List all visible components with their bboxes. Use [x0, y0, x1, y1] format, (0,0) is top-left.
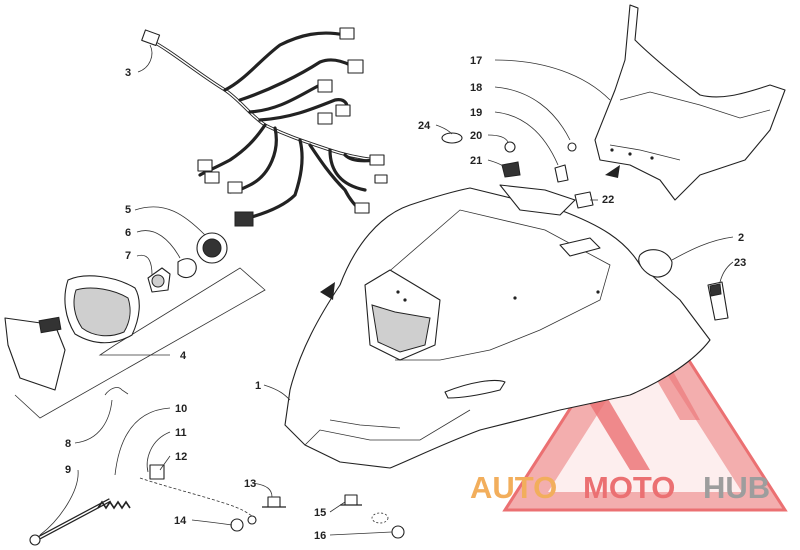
callout-7: 7 — [125, 250, 131, 262]
arrow-marker — [320, 282, 335, 300]
screw-18 — [567, 142, 577, 152]
connector-22 — [574, 191, 594, 209]
automotohub-logo: AUTO MOTO HUB — [470, 289, 788, 512]
rivet-19 — [554, 164, 569, 183]
small-clip-8 — [104, 387, 129, 396]
callout-16: 16 — [314, 530, 326, 542]
callout-19: 19 — [470, 107, 482, 119]
callout-17: 17 — [470, 55, 482, 67]
bolt-15 — [340, 494, 389, 524]
callout-24: 24 — [418, 120, 431, 132]
callout-6: 6 — [125, 227, 131, 239]
callout-12: 12 — [175, 451, 187, 463]
callout-23: 23 — [734, 257, 746, 269]
callout-4: 4 — [180, 350, 187, 362]
callout-3: 3 — [125, 67, 131, 79]
pad-21 — [501, 161, 521, 178]
logo-word-moto: MOTO — [583, 470, 675, 505]
callout-13: 13 — [244, 478, 256, 490]
callout-14: 14 — [174, 515, 187, 527]
wiring-harness — [141, 27, 388, 227]
callout-9: 9 — [65, 464, 71, 476]
cable-11 — [139, 477, 256, 519]
callout-20: 20 — [470, 130, 482, 142]
leader-lines — [39, 44, 734, 536]
callout-21: 21 — [470, 155, 482, 167]
callout-1: 1 — [255, 380, 261, 392]
spring-10 — [97, 500, 131, 510]
callout-labels: 3 5 6 7 4 8 9 10 11 12 13 14 15 16 1 17 … — [65, 55, 746, 542]
grommet-24 — [441, 132, 463, 144]
headlight-assembly — [4, 267, 266, 419]
logo-word-hub: HUB — [703, 470, 770, 505]
callout-2: 2 — [738, 232, 744, 244]
callout-11: 11 — [175, 427, 187, 439]
side-deflector — [638, 249, 673, 278]
logo-word-auto: AUTO — [470, 470, 557, 505]
hood-assembly — [284, 184, 711, 469]
headlight-bulb-7 — [147, 267, 171, 293]
nut-14 — [230, 515, 257, 532]
windshield — [594, 4, 786, 201]
callout-5: 5 — [125, 204, 131, 216]
long-bolt-9 — [29, 498, 111, 546]
retaining-clip-6 — [177, 258, 197, 279]
callout-22: 22 — [602, 194, 614, 206]
callout-10: 10 — [175, 403, 187, 415]
callout-15: 15 — [314, 507, 326, 519]
bracket-12 — [149, 464, 165, 480]
grommet-20 — [504, 141, 516, 153]
nut-16 — [391, 525, 405, 539]
callout-8: 8 — [65, 438, 71, 450]
bolt-13 — [262, 496, 286, 508]
callout-18: 18 — [470, 82, 482, 94]
bulb-cover-5 — [196, 232, 228, 264]
